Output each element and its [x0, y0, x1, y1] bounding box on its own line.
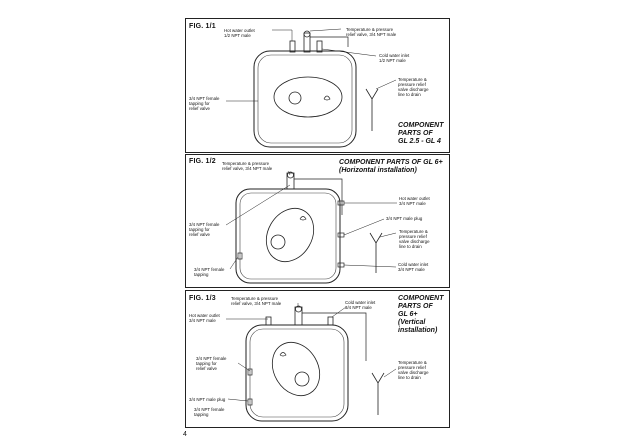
relief-valve-label: Temperature & pressure relief valve, 3/4… — [222, 161, 273, 171]
cold-inlet-label: Cold water inlet 3/4 NPT male — [398, 262, 429, 272]
figure-label: FIG. 1/1 — [189, 23, 216, 30]
heater-body — [235, 188, 341, 284]
tapping-label: 3/4 NPT female tapping for relief valve — [189, 96, 220, 111]
figure-title: COMPONENT PARTS OF GL 6+ (Horizontal ins… — [339, 159, 443, 174]
indicator-symbol — [299, 216, 307, 221]
figure-1-1-drawing — [226, 28, 397, 148]
relief-valve — [294, 306, 303, 326]
cold-inlet-label: Cold water inlet 3/4 NPT male — [345, 300, 376, 310]
drain-symbol — [371, 372, 385, 415]
relief-valve-label: Temperature & pressure relief valve, 3/4… — [231, 296, 282, 306]
figure-1-1-panel: FIG. 1/1 Hot water outlet 1/2 NPT male T… — [185, 18, 450, 153]
male-plug-label: 3/4 NPT male plug — [189, 397, 226, 402]
figure-1-3-panel: FIG. 1/3 Temperature & pressure relief v… — [185, 290, 450, 428]
front-panel — [265, 207, 315, 263]
heater-body — [245, 324, 349, 422]
thermostat-knob — [270, 234, 286, 250]
male-plug — [337, 232, 345, 238]
cold-inlet-pipe — [316, 40, 323, 53]
discharge-label: Temperature & pressure relief valve disc… — [399, 229, 430, 249]
figure-1-2-drawing — [225, 170, 397, 284]
cold-inlet-label: Cold water inlet 1/2 NPT male — [379, 53, 410, 63]
female-tapping — [247, 368, 253, 376]
hot-outlet-pipe — [337, 200, 345, 206]
relief-valve — [303, 32, 311, 53]
drain-symbol — [369, 232, 383, 273]
hot-outlet-pipe — [265, 316, 272, 326]
heater-body — [253, 50, 357, 148]
male-plug — [247, 398, 253, 406]
figure-1-2-panel: FIG. 1/2 Temperature & pressure relief v… — [185, 154, 450, 288]
front-panel — [273, 76, 343, 118]
cold-inlet-pipe — [337, 262, 345, 268]
hot-outlet-pipe — [289, 40, 296, 53]
page-number: 4 — [183, 431, 187, 438]
male-plug-label: 3/4 NPT male plug — [386, 216, 423, 221]
figure-title: COMPONENT PARTS OF GL 2.5 - GL 4 — [398, 122, 444, 145]
figure-label: FIG. 1/3 — [189, 295, 216, 302]
thermostat-knob — [288, 91, 302, 105]
figure-label: FIG. 1/2 — [189, 158, 216, 165]
female-tapping — [237, 252, 243, 260]
tapping-label: 3/4 NPT female tapping for relief valve — [196, 356, 227, 371]
relief-valve — [286, 172, 295, 190]
hot-outlet-label: Hot water outlet 3/4 NPT male — [399, 196, 430, 206]
relief-valve-label: Temperature & pressure relief valve, 3/4… — [346, 27, 397, 37]
indicator-symbol — [323, 95, 331, 101]
hot-outlet-label: Hot water outlet 3/4 NPT male — [189, 313, 220, 323]
figure-title: COMPONENT PARTS OF GL 6+ (Vertical insta… — [398, 295, 444, 334]
front-panel — [271, 341, 321, 397]
female-tapping-label: 3/4 NPT female tapping — [194, 267, 225, 277]
thermostat-knob — [294, 371, 310, 387]
female-tapping-label: 3/4 NPT female tapping — [194, 407, 225, 417]
tapping-label: 3/4 NPT female tapping for relief valve — [189, 222, 220, 237]
discharge-label: Temperature & pressure relief valve disc… — [398, 360, 429, 380]
discharge-label: Temperature & pressure relief valve disc… — [398, 77, 429, 97]
hot-outlet-label: Hot water outlet 1/2 NPT male — [224, 28, 255, 38]
indicator-symbol — [279, 352, 287, 357]
drain-symbol — [365, 88, 379, 131]
cold-inlet-pipe — [327, 316, 334, 326]
figure-1-3-drawing — [226, 303, 397, 422]
